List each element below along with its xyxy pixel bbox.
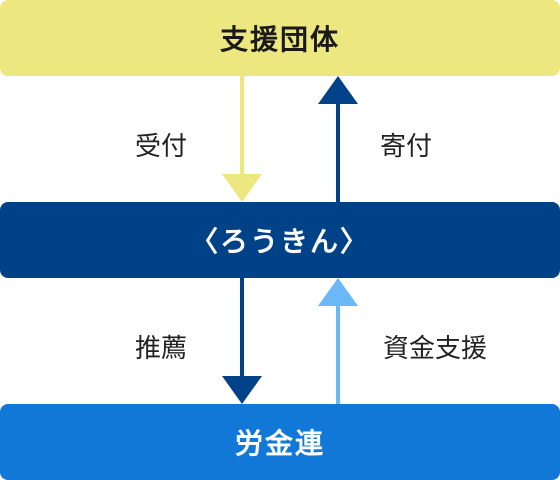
roukin-label: 〈ろうきん〉 [189, 225, 370, 258]
support-organization-box: 支援団体 [0, 0, 560, 76]
rokinren-box: 労金連 [0, 404, 560, 480]
rokinren-label: 労金連 [234, 427, 325, 460]
support-organization-label: 支援団体 [219, 23, 340, 56]
arrow-donation [318, 76, 358, 202]
roukin-box: 〈ろうきん〉 [0, 202, 560, 278]
arrow-recommendation [222, 278, 262, 404]
arrow-accept [222, 76, 262, 202]
arrow-funding-support [318, 278, 358, 404]
edge-label-accept: 受付 [135, 132, 188, 162]
edge-label-funding-support: 資金支援 [383, 334, 488, 364]
edge-label-recommendation: 推薦 [135, 334, 188, 364]
edge-label-donation: 寄付 [380, 132, 433, 162]
